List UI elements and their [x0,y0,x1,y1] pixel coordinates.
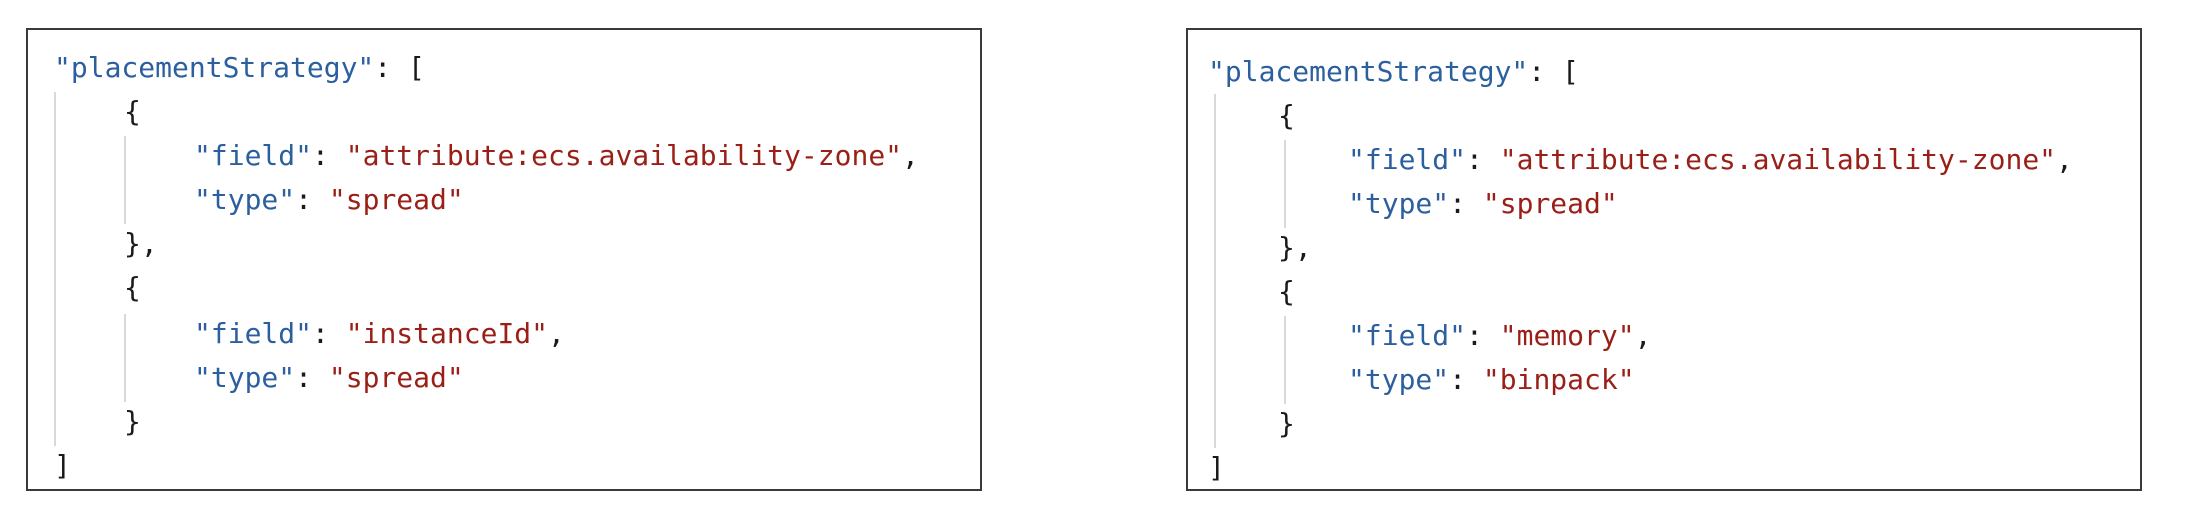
json-key: "placementStrategy" [54,51,375,84]
code-line: { [124,266,141,310]
json-punctuation: { [124,271,141,304]
json-string: "spread" [328,361,464,394]
json-punctuation: : [ [374,51,425,84]
json-key: "type" [194,361,296,394]
json-code-block: "placementStrategy": [ { "field": "attri… [28,30,980,489]
code-line: "type": "spread" [194,356,464,400]
json-punctuation: , [902,139,919,172]
json-punctuation: } [1278,407,1295,440]
json-key: "type" [194,183,296,216]
code-line: "placementStrategy": [ [54,46,425,90]
json-key: "field" [1348,319,1467,352]
json-string: "attribute:ecs.availability-zone" [345,139,903,172]
json-string: "spread" [328,183,464,216]
json-string: "attribute:ecs.availability-zone" [1499,143,2057,176]
indent-guide [1284,316,1286,404]
json-punctuation: : [1466,319,1500,352]
json-key: "type" [1348,187,1450,220]
code-line: } [1278,402,1295,446]
json-code-block: "placementStrategy": [ { "field": "attri… [1188,30,2140,489]
json-string: "instanceId" [345,317,549,350]
json-punctuation: : [295,361,329,394]
json-punctuation: }, [1278,231,1312,264]
code-line: "type": "spread" [1348,182,1618,226]
json-punctuation: { [1278,99,1295,132]
json-punctuation: { [124,95,141,128]
indent-guide [54,92,56,446]
code-line: "type": "binpack" [1348,358,1635,402]
json-punctuation: , [548,317,565,350]
code-line: }, [124,222,158,266]
indent-guide [124,314,126,402]
code-line: { [124,90,141,134]
code-panel-left: "placementStrategy": [ { "field": "attri… [26,28,982,491]
code-line: "placementStrategy": [ [1208,50,1579,94]
json-punctuation: : [312,317,346,350]
json-key: "field" [1348,143,1467,176]
json-string: "memory" [1499,319,1635,352]
json-punctuation: ] [54,449,71,482]
json-key: "placementStrategy" [1208,55,1529,88]
indent-guide [124,136,126,224]
json-string: "binpack" [1482,363,1635,396]
code-line: "field": "memory", [1348,314,1651,358]
json-punctuation: : [1449,187,1483,220]
code-line: { [1278,94,1295,138]
json-punctuation: : [1449,363,1483,396]
json-punctuation: : [ [1528,55,1579,88]
json-key: "field" [194,139,313,172]
code-line: }, [1278,226,1312,270]
code-line: "type": "spread" [194,178,464,222]
code-line: { [1278,270,1295,314]
json-key: "type" [1348,363,1450,396]
json-punctuation: : [295,183,329,216]
code-line: ] [54,444,71,488]
json-punctuation: }, [124,227,158,260]
code-line: "field": "attribute:ecs.availability-zon… [1348,138,2073,182]
code-line: "field": "attribute:ecs.availability-zon… [194,134,919,178]
json-punctuation: , [1634,319,1652,352]
json-punctuation: { [1278,275,1295,308]
json-punctuation: ] [1208,451,1225,484]
code-line: "field": "instanceId", [194,312,565,356]
json-punctuation: } [124,405,141,438]
json-punctuation: : [312,139,346,172]
code-panel-right: "placementStrategy": [ { "field": "attri… [1186,28,2142,491]
json-punctuation: : [1466,143,1500,176]
json-punctuation: , [2056,143,2073,176]
json-string: "spread" [1482,187,1618,220]
indent-guide [1214,94,1216,448]
indent-guide [1284,140,1286,228]
code-line: ] [1208,446,1225,490]
code-line: } [124,400,141,444]
json-key: "field" [194,317,313,350]
